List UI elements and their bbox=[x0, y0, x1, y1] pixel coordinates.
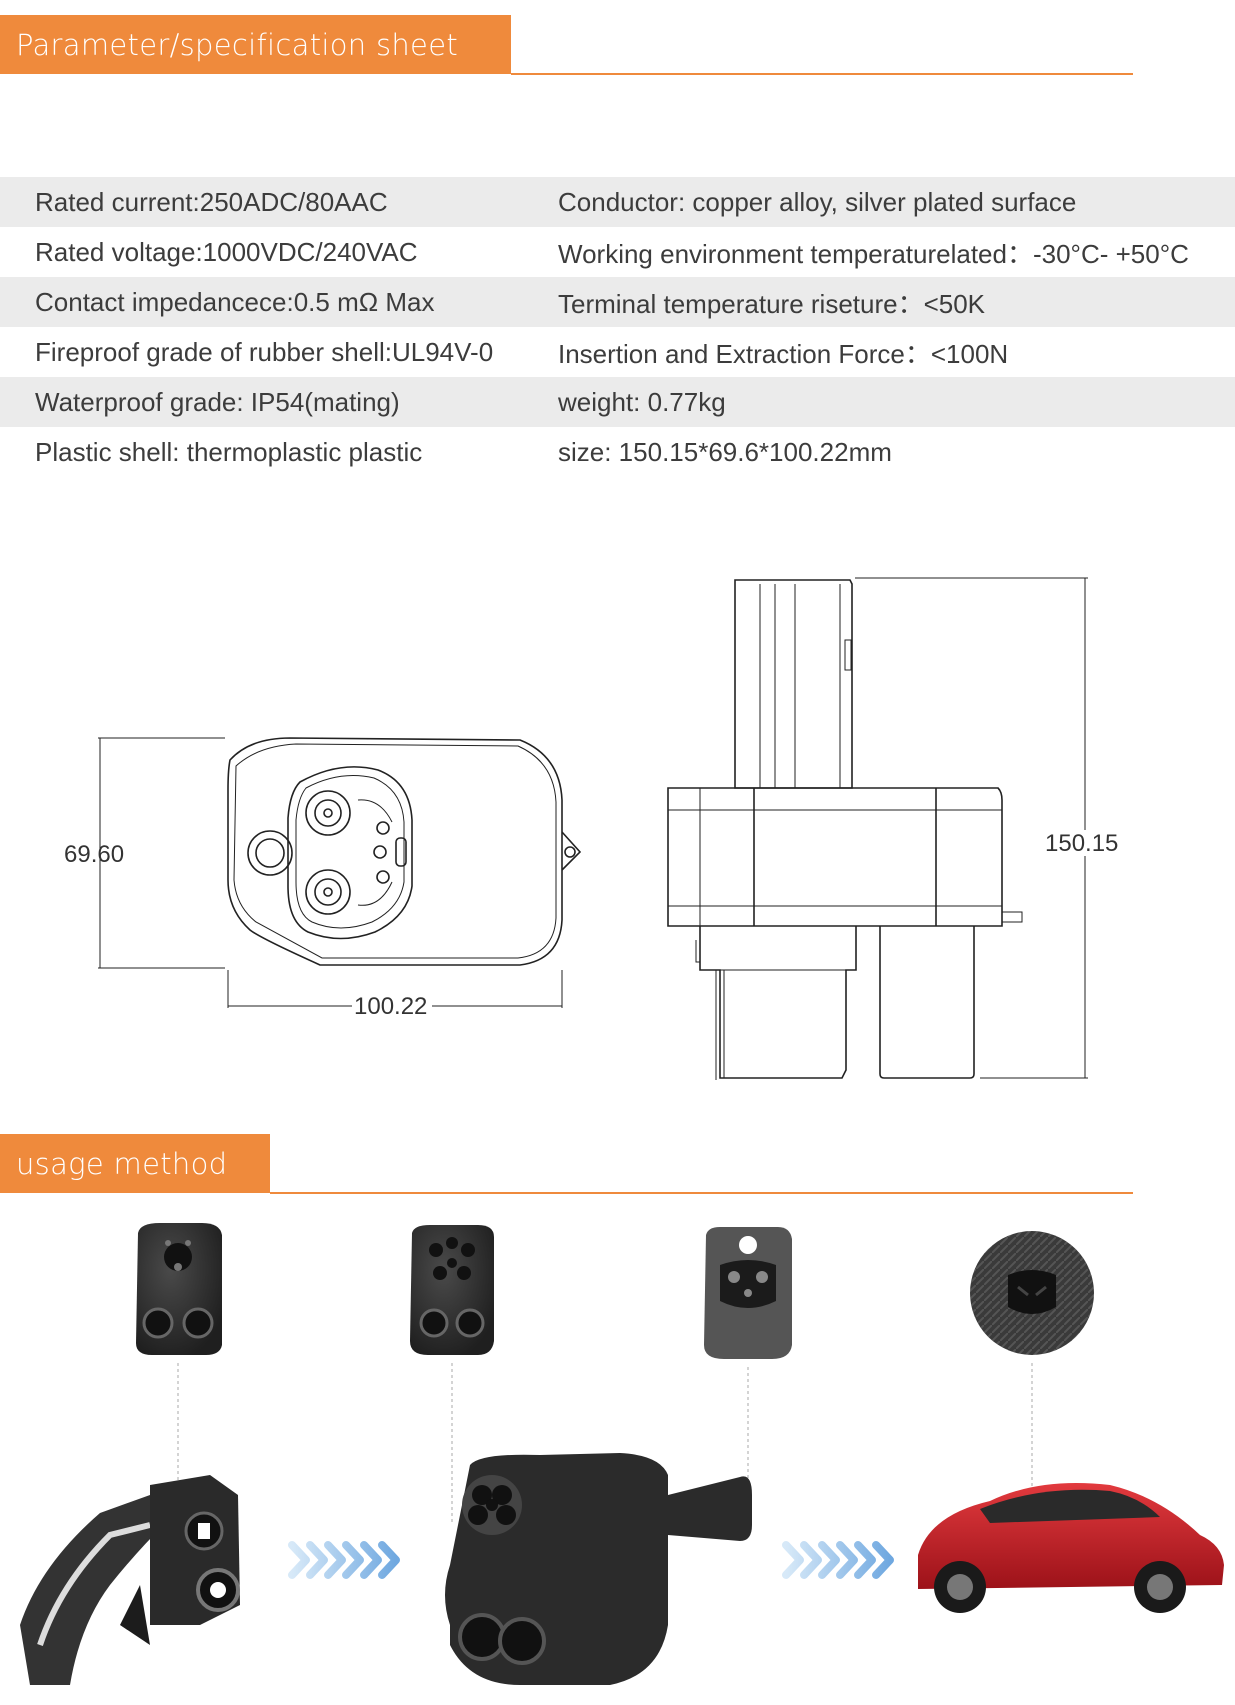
dimension-width: 100.22 bbox=[354, 993, 427, 1020]
technical-drawing: 69.60 100.22 150.15 bbox=[64, 577, 1118, 1080]
spec-section-rule bbox=[511, 73, 1133, 75]
spec-left: Plastic shell: thermoplastic plastic bbox=[35, 436, 423, 467]
spec-right: Working environment temperaturelated：-30… bbox=[558, 238, 1189, 269]
spec-section-header: Parameter/specification sheet bbox=[0, 15, 511, 74]
socket-ccs-icon bbox=[136, 1223, 222, 1355]
front-dimensions bbox=[98, 737, 563, 1008]
front-view bbox=[227, 737, 582, 966]
spec-table: Rated current:250ADC/80AAC Conductor: co… bbox=[0, 177, 1235, 477]
spec-left: Contact impedancece:0.5 mΩ Max bbox=[35, 286, 435, 317]
spec-right: Terminal temperature riseture：<50K bbox=[558, 288, 986, 319]
flow-arrow-icon bbox=[782, 1541, 894, 1579]
spec-left: Fireproof grade of rubber shell:UL94V-0 bbox=[35, 336, 494, 367]
side-view bbox=[667, 579, 1023, 1080]
socket-gbt-icon bbox=[410, 1225, 494, 1355]
spec-row: Contact impedancece:0.5 mΩ Max Terminal … bbox=[0, 277, 1235, 327]
spec-row: Plastic shell: thermoplastic plastic siz… bbox=[0, 427, 1235, 477]
usage-section-rule bbox=[270, 1192, 1133, 1194]
ccs-charging-gun-icon bbox=[20, 1475, 240, 1685]
spec-right: size: 150.15*69.6*100.22mm bbox=[558, 436, 892, 467]
spec-left: Rated voltage:1000VDC/240VAC bbox=[35, 236, 418, 267]
spec-row: Rated voltage:1000VDC/240VAC Working env… bbox=[0, 227, 1235, 277]
side-dimensions bbox=[855, 577, 1088, 1079]
spec-right: Insertion and Extraction Force：<100N bbox=[558, 338, 1009, 369]
spec-left: Rated current:250ADC/80AAC bbox=[35, 186, 388, 217]
spec-row: Rated current:250ADC/80AAC Conductor: co… bbox=[0, 177, 1235, 227]
usage-section-header: usage method bbox=[0, 1134, 270, 1193]
car-port-icon bbox=[970, 1231, 1094, 1355]
tesla-car-icon bbox=[918, 1483, 1224, 1613]
spec-right: weight: 0.77kg bbox=[558, 386, 726, 417]
socket-tesla-icon bbox=[704, 1227, 792, 1359]
spec-row: Fireproof grade of rubber shell:UL94V-0 … bbox=[0, 327, 1235, 377]
adapter-product-icon bbox=[445, 1453, 752, 1685]
flow-arrow-icon bbox=[288, 1541, 400, 1579]
spec-left: Waterproof grade: IP54(mating) bbox=[35, 386, 400, 417]
spec-right: Conductor: copper alloy, silver plated s… bbox=[558, 186, 1077, 217]
dimension-length: 150.15 bbox=[1045, 830, 1118, 857]
usage-illustration bbox=[20, 1223, 1224, 1685]
spec-row: Waterproof grade: IP54(mating) weight: 0… bbox=[0, 377, 1235, 427]
dimension-height: 69.60 bbox=[64, 841, 124, 868]
